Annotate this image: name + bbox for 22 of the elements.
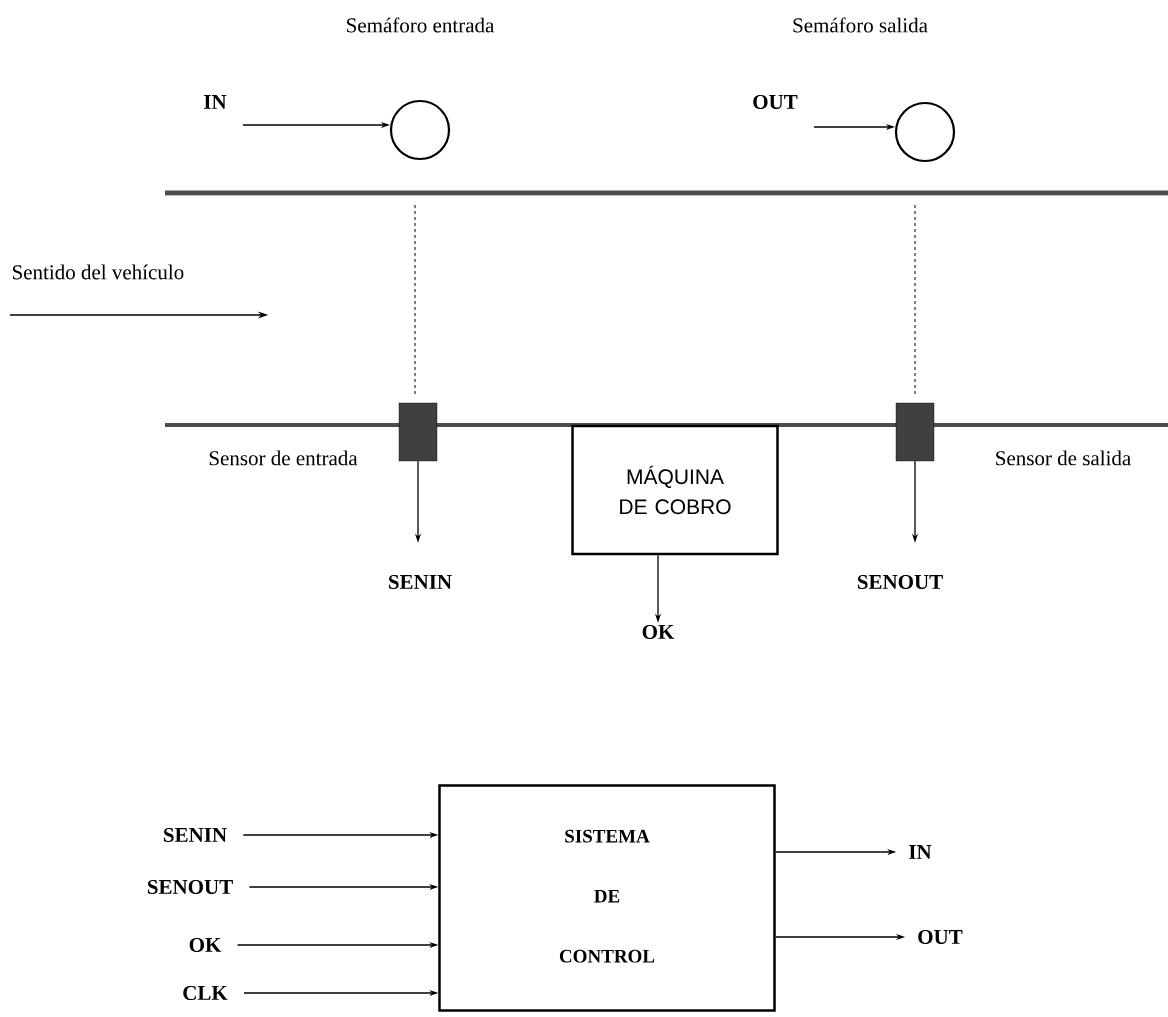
- caption-text: Sensor de entrada: [209, 450, 358, 466]
- signal-label: IN: [204, 95, 227, 109]
- signal-label: SENOUT: [857, 574, 943, 590]
- machine-box: MÁQUINA DE COBRO: [571, 424, 779, 556]
- signal-label: OK: [189, 937, 222, 953]
- caption-text: Sentido del vehículo: [12, 264, 184, 280]
- traffic-light-circle: [894, 101, 956, 163]
- signal-label: SENIN: [389, 574, 452, 590]
- caption-text: Sensor de salida: [996, 450, 1131, 466]
- signal-label: CLK: [183, 985, 228, 1001]
- signal-label: OK: [642, 624, 675, 640]
- traffic-light-circle: [389, 99, 451, 161]
- sensor-block: [398, 402, 438, 462]
- signal-label: IN: [909, 845, 932, 859]
- signal-label: SENIN: [164, 827, 227, 843]
- caption-text: Semáforo salida: [793, 17, 928, 33]
- signal-label: OUT: [918, 929, 963, 945]
- signal-label: OUT: [753, 94, 798, 110]
- caption-text: Semáforo entrada: [347, 17, 495, 33]
- signal-label: SENOUT: [147, 879, 233, 895]
- sensor-block: [895, 402, 935, 462]
- control-box: SISTEMA DE CONTROL: [438, 784, 776, 1012]
